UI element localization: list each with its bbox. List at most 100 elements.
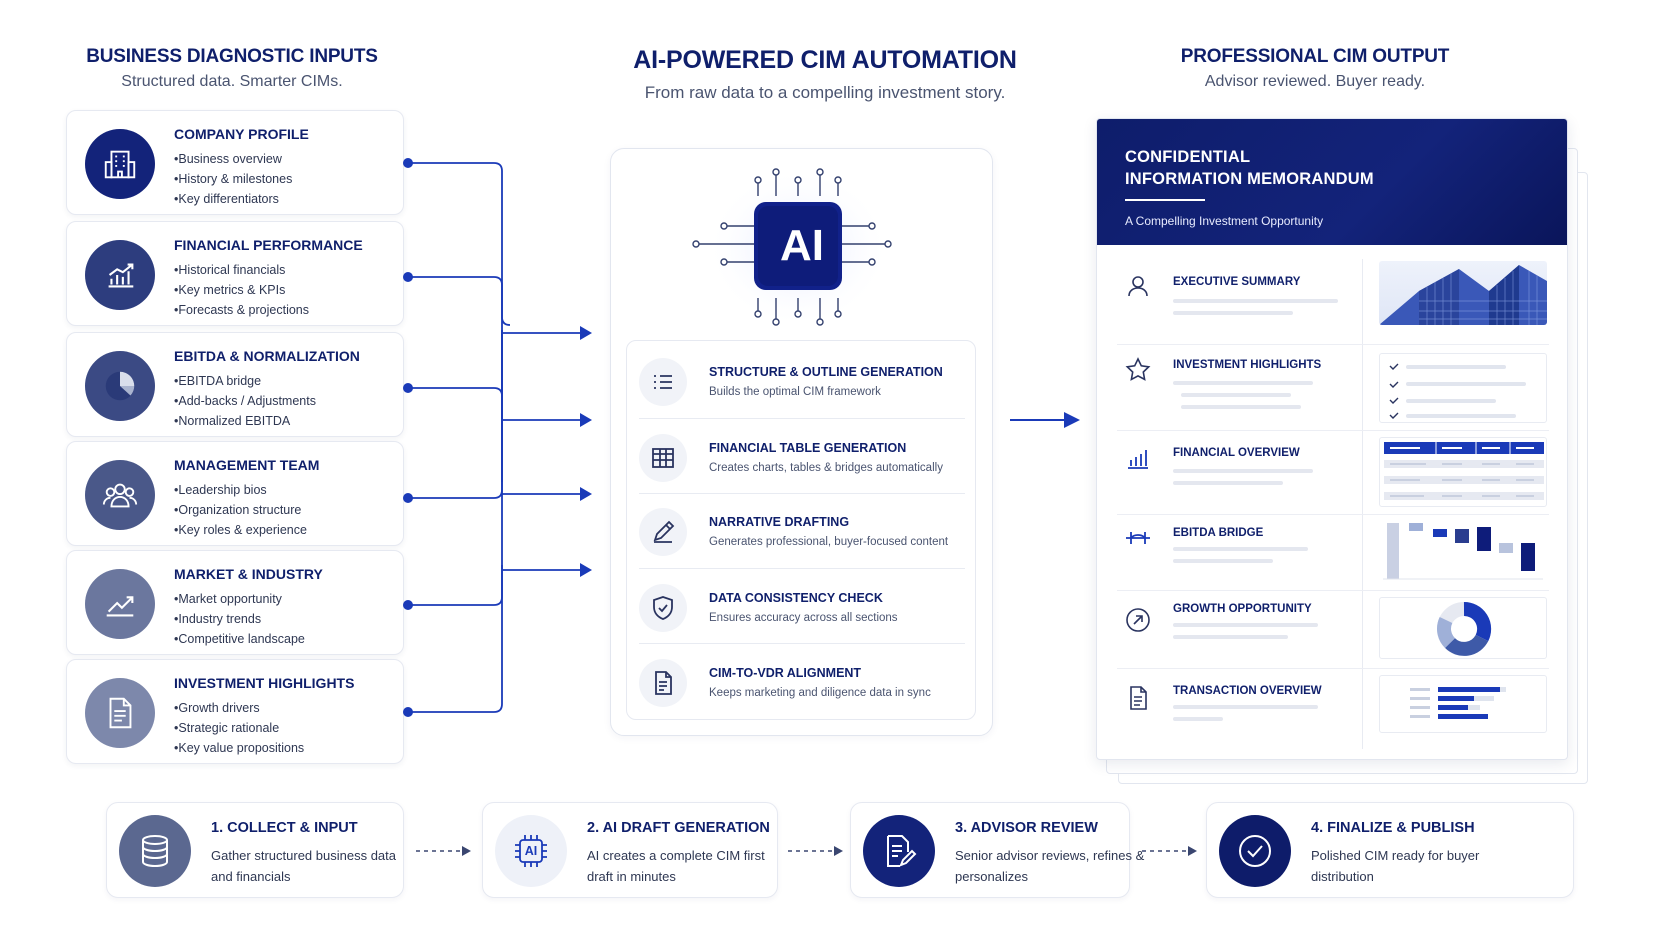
bar-list-thumbnail xyxy=(1379,675,1547,733)
dashed-arrow-icon xyxy=(788,846,843,856)
people-icon xyxy=(85,460,155,530)
divider xyxy=(1117,430,1549,431)
text-line xyxy=(1173,481,1283,485)
process-step-finalize: 4. FINALIZE & PUBLISH Polished CIM ready… xyxy=(1206,802,1574,898)
doc-section-executive-summary: EXECUTIVE SUMMARY xyxy=(1117,259,1549,345)
ai-step-vdr: CIM-TO-VDR ALIGNMENT Keeps marketing and… xyxy=(627,644,977,718)
doc-section-growth-opportunity: GROWTH OPPORTUNITY xyxy=(1117,591,1549,669)
input-bullet: History & milestones xyxy=(174,169,292,189)
ai-step-title: CIM-TO-VDR ALIGNMENT xyxy=(709,666,862,680)
divider xyxy=(1117,668,1549,669)
process-step-ai-draft: AI 2. AI DRAFT GENERATION AI creates a c… xyxy=(482,802,778,898)
ai-step-desc: Keeps marketing and diligence data in sy… xyxy=(709,687,931,699)
section-title: TRANSACTION OVERVIEW xyxy=(1173,685,1322,697)
text-line xyxy=(1173,469,1313,473)
divider xyxy=(1362,669,1363,749)
ai-chip-icon xyxy=(692,168,892,326)
ai-step-narrative: NARRATIVE DRAFTING Generates professiona… xyxy=(627,493,977,567)
table-icon xyxy=(639,434,687,482)
ai-step-desc: Creates charts, tables & bridges automat… xyxy=(709,462,943,474)
ai-step-title: NARRATIVE DRAFTING xyxy=(709,515,850,529)
ai-step-structure: STRUCTURE & OUTLINE GENERATION Builds th… xyxy=(627,343,977,417)
input-card-financial-performance: FINANCIAL PERFORMANCE Historical financi… xyxy=(66,221,404,326)
text-line xyxy=(1173,311,1293,315)
section-title: FINANCIAL OVERVIEW xyxy=(1173,447,1300,459)
bar-chart-icon xyxy=(1123,443,1153,473)
input-bullet: Market opportunity xyxy=(174,589,305,609)
output-subtitle: Advisor reviewed. Buyer ready. xyxy=(1204,73,1426,90)
person-icon xyxy=(1123,271,1153,301)
list-icon xyxy=(639,358,687,406)
input-bullet: Organization structure xyxy=(174,500,307,520)
process-desc: Polished CIM ready for buyer distributio… xyxy=(1311,848,1480,884)
text-line xyxy=(1173,381,1313,385)
input-card-investment-highlights: INVESTMENT HIGHLIGHTS Growth drivers Str… xyxy=(66,659,404,764)
input-bullets: Business overview History & milestones K… xyxy=(174,149,292,209)
input-bullet: Key value propositions xyxy=(174,738,304,758)
ai-step-consistency: DATA CONSISTENCY CHECK Ensures accuracy … xyxy=(627,569,977,643)
text-line xyxy=(1173,299,1338,303)
text-line xyxy=(1173,547,1308,551)
input-bullet: Leadership bios xyxy=(174,480,307,500)
doc-section-financial-overview: FINANCIAL OVERVIEW xyxy=(1117,431,1549,515)
inputs-subtitle: Structured data. Smarter CIMs. xyxy=(121,73,343,90)
cim-document: CONFIDENTIAL INFORMATION MEMORANDUM A Co… xyxy=(1096,118,1568,760)
checklist-thumbnail xyxy=(1379,353,1547,423)
process-title: 4. FINALIZE & PUBLISH xyxy=(1311,820,1475,836)
divider xyxy=(639,568,965,569)
section-title: INVESTMENT HIGHLIGHTS xyxy=(1173,359,1322,371)
input-bullet: Historical financials xyxy=(174,260,309,280)
inputs-title: BUSINESS DIAGNOSTIC INPUTS xyxy=(86,46,378,67)
text-line xyxy=(1173,705,1318,709)
financial-table-thumbnail xyxy=(1379,437,1547,507)
arrow-right-icon xyxy=(1010,412,1080,428)
text-line xyxy=(1181,393,1291,397)
input-bullet: Competitive landscape xyxy=(174,629,304,649)
text-line xyxy=(1173,717,1223,721)
ai-step-financial-table: FINANCIAL TABLE GENERATION Creates chart… xyxy=(627,419,977,493)
ai-step-desc: Ensures accuracy across all sections xyxy=(709,612,898,624)
divider xyxy=(1117,514,1549,515)
pen-icon xyxy=(639,508,687,556)
building-icon xyxy=(85,129,155,199)
inputs-header: BUSINESS DIAGNOSTIC INPUTS Structured da… xyxy=(62,46,402,91)
ai-step-list: STRUCTURE & OUTLINE GENERATION Builds th… xyxy=(626,340,976,720)
input-bullet: Business overview xyxy=(174,149,292,169)
input-bullet: Key differentiators xyxy=(174,189,292,209)
input-title: INVESTMENT HIGHLIGHTS xyxy=(174,675,355,691)
ai-step-title: FINANCIAL TABLE GENERATION xyxy=(709,441,907,455)
doc-section-ebitda-bridge: EBITDA BRIDGE xyxy=(1117,515,1549,591)
document-title-line2: INFORMATION MEMORANDUM xyxy=(1125,170,1374,188)
input-title: MARKET & INDUSTRY xyxy=(174,566,323,582)
bridge-icon xyxy=(1123,523,1153,553)
input-bullet: Normalized EBITDA xyxy=(174,411,316,431)
input-title: COMPANY PROFILE xyxy=(174,126,309,142)
doc-section-transaction-overview: TRANSACTION OVERVIEW xyxy=(1117,669,1549,749)
input-bullet: Industry trends xyxy=(174,609,305,629)
input-bullet: EBITDA bridge xyxy=(174,371,316,391)
check-circle-icon xyxy=(1219,815,1291,887)
database-icon xyxy=(119,815,191,887)
document-cover: CONFIDENTIAL INFORMATION MEMORANDUM A Co… xyxy=(1097,119,1567,245)
text-line xyxy=(1173,635,1288,639)
section-title: EXECUTIVE SUMMARY xyxy=(1173,276,1301,288)
process-title: 2. AI DRAFT GENERATION xyxy=(587,820,770,836)
input-title: FINANCIAL PERFORMANCE xyxy=(174,237,363,253)
section-title: GROWTH OPPORTUNITY xyxy=(1173,603,1312,615)
process-desc: Senior advisor reviews, refines & person… xyxy=(955,848,1145,884)
output-title: PROFESSIONAL CIM OUTPUT xyxy=(1180,46,1450,67)
divider xyxy=(639,493,965,494)
input-card-market-industry: MARKET & INDUSTRY Market opportunity Ind… xyxy=(66,550,404,655)
input-bullet: Key roles & experience xyxy=(174,520,307,540)
text-line xyxy=(1173,623,1318,627)
bar-chart-up-icon xyxy=(85,240,155,310)
process-title: 3. ADVISOR REVIEW xyxy=(955,820,1098,836)
divider xyxy=(1117,344,1549,345)
automation-header: AI-POWERED CIM AUTOMATION From raw data … xyxy=(575,46,1075,103)
automation-title: AI-POWERED CIM AUTOMATION xyxy=(633,46,1017,74)
title-underline xyxy=(1125,199,1205,201)
doc-section-investment-highlights: INVESTMENT HIGHLIGHTS xyxy=(1117,345,1549,431)
star-icon xyxy=(1123,355,1153,385)
ai-step-desc: Generates professional, buyer-focused co… xyxy=(709,536,949,548)
